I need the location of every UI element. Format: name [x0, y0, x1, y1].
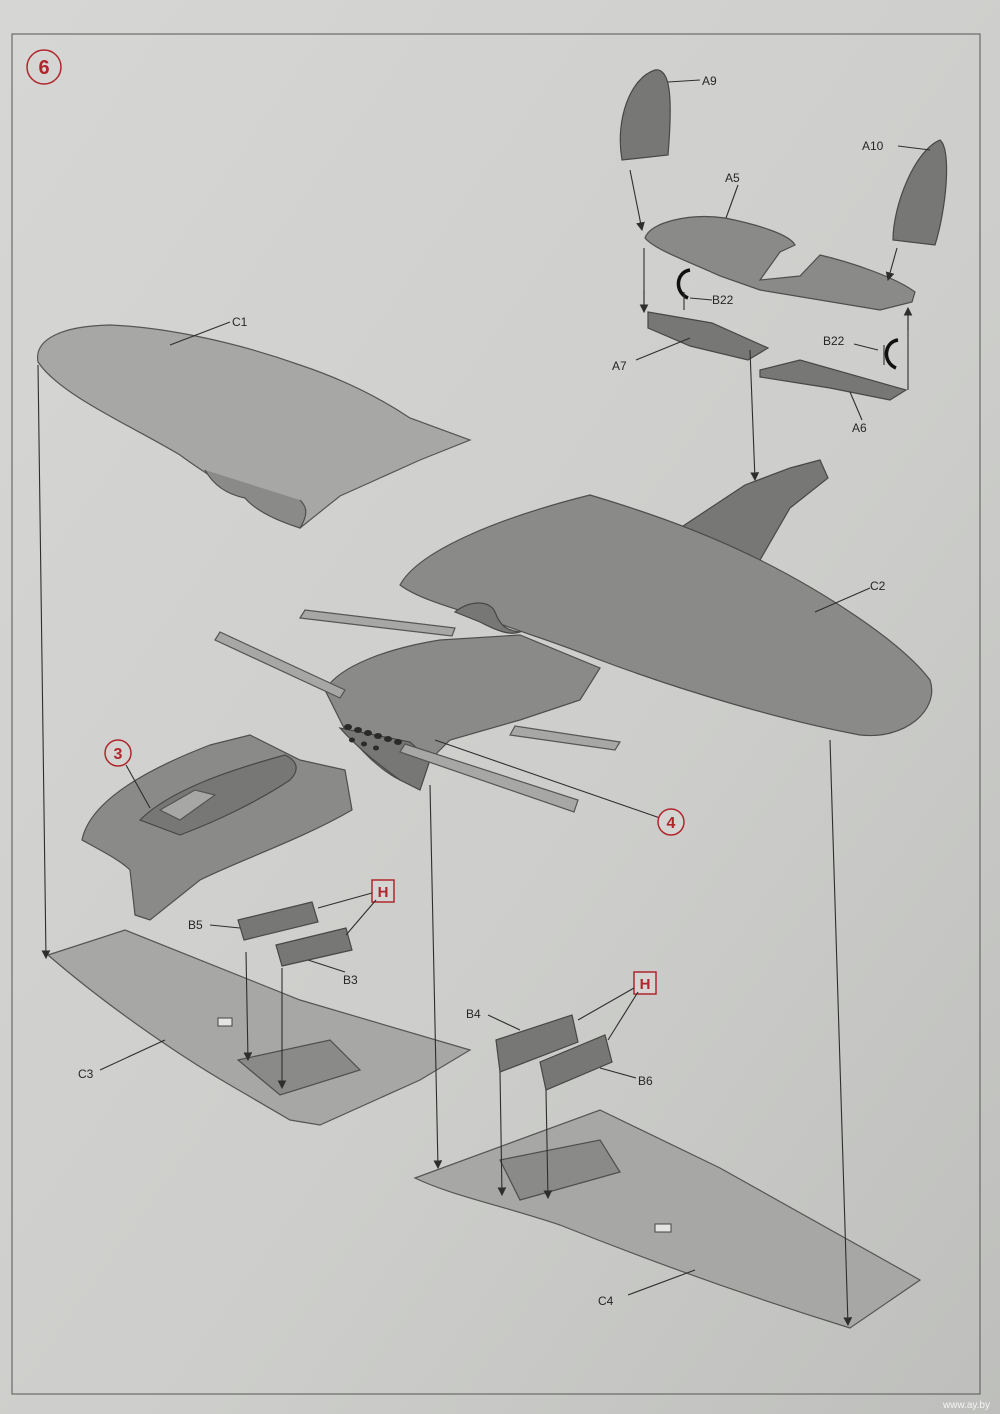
stabilizer-a5: [644, 216, 916, 311]
label-c3: C3: [78, 1067, 94, 1081]
fuselage-vents: [344, 724, 402, 751]
panel-b6: [539, 1034, 613, 1091]
step-number-badge: 6: [26, 49, 62, 85]
rails: [214, 609, 621, 813]
wing-c2: [399, 494, 933, 737]
label-a6: A6: [852, 421, 867, 435]
label-b22-right: B22: [823, 334, 845, 348]
page-border: [11, 33, 981, 1395]
panel-b3: [275, 927, 353, 967]
label-b22-left: B22: [712, 293, 734, 307]
panel-b5: [237, 901, 319, 941]
step-number: 6: [38, 57, 49, 79]
elevator-a6: [759, 359, 908, 401]
panel-b4: [495, 1014, 579, 1073]
label-b3: B3: [343, 973, 358, 987]
glue-marker-h-left-text: H: [378, 884, 389, 901]
clip-b22-right: [884, 338, 899, 370]
cockpit-assembly: [81, 734, 353, 921]
subassembly-4-number: 4: [667, 815, 676, 832]
elevator-a7: [647, 311, 770, 361]
label-a5: A5: [725, 171, 740, 185]
label-a9: A9: [702, 74, 717, 88]
glue-marker-h-right-text: H: [640, 976, 651, 993]
label-c4: C4: [598, 1294, 614, 1308]
glue-marker-h-left: H: [371, 879, 395, 903]
label-a7: A7: [612, 359, 627, 373]
clip-b22-left: [676, 268, 691, 300]
label-c2: C2: [870, 579, 886, 593]
lower-wing-c4: [413, 1109, 922, 1329]
label-b6: B6: [638, 1074, 653, 1088]
glue-marker-h-right: H: [633, 971, 657, 995]
fin-a9: [619, 69, 671, 161]
label-c1: C1: [232, 315, 248, 329]
fin-a10: [892, 139, 948, 246]
subassembly-4-callout: 4: [657, 808, 685, 836]
lower-wing-c3: [46, 929, 472, 1126]
label-a10: A10: [862, 139, 884, 153]
upper-wing-c1: [37, 324, 472, 529]
label-b5: B5: [188, 918, 203, 932]
subassembly-3-number: 3: [114, 746, 123, 763]
watermark: www.ay.by: [942, 1400, 990, 1411]
label-b4: B4: [466, 1007, 481, 1021]
subassembly-3-callout: 3: [104, 739, 132, 767]
